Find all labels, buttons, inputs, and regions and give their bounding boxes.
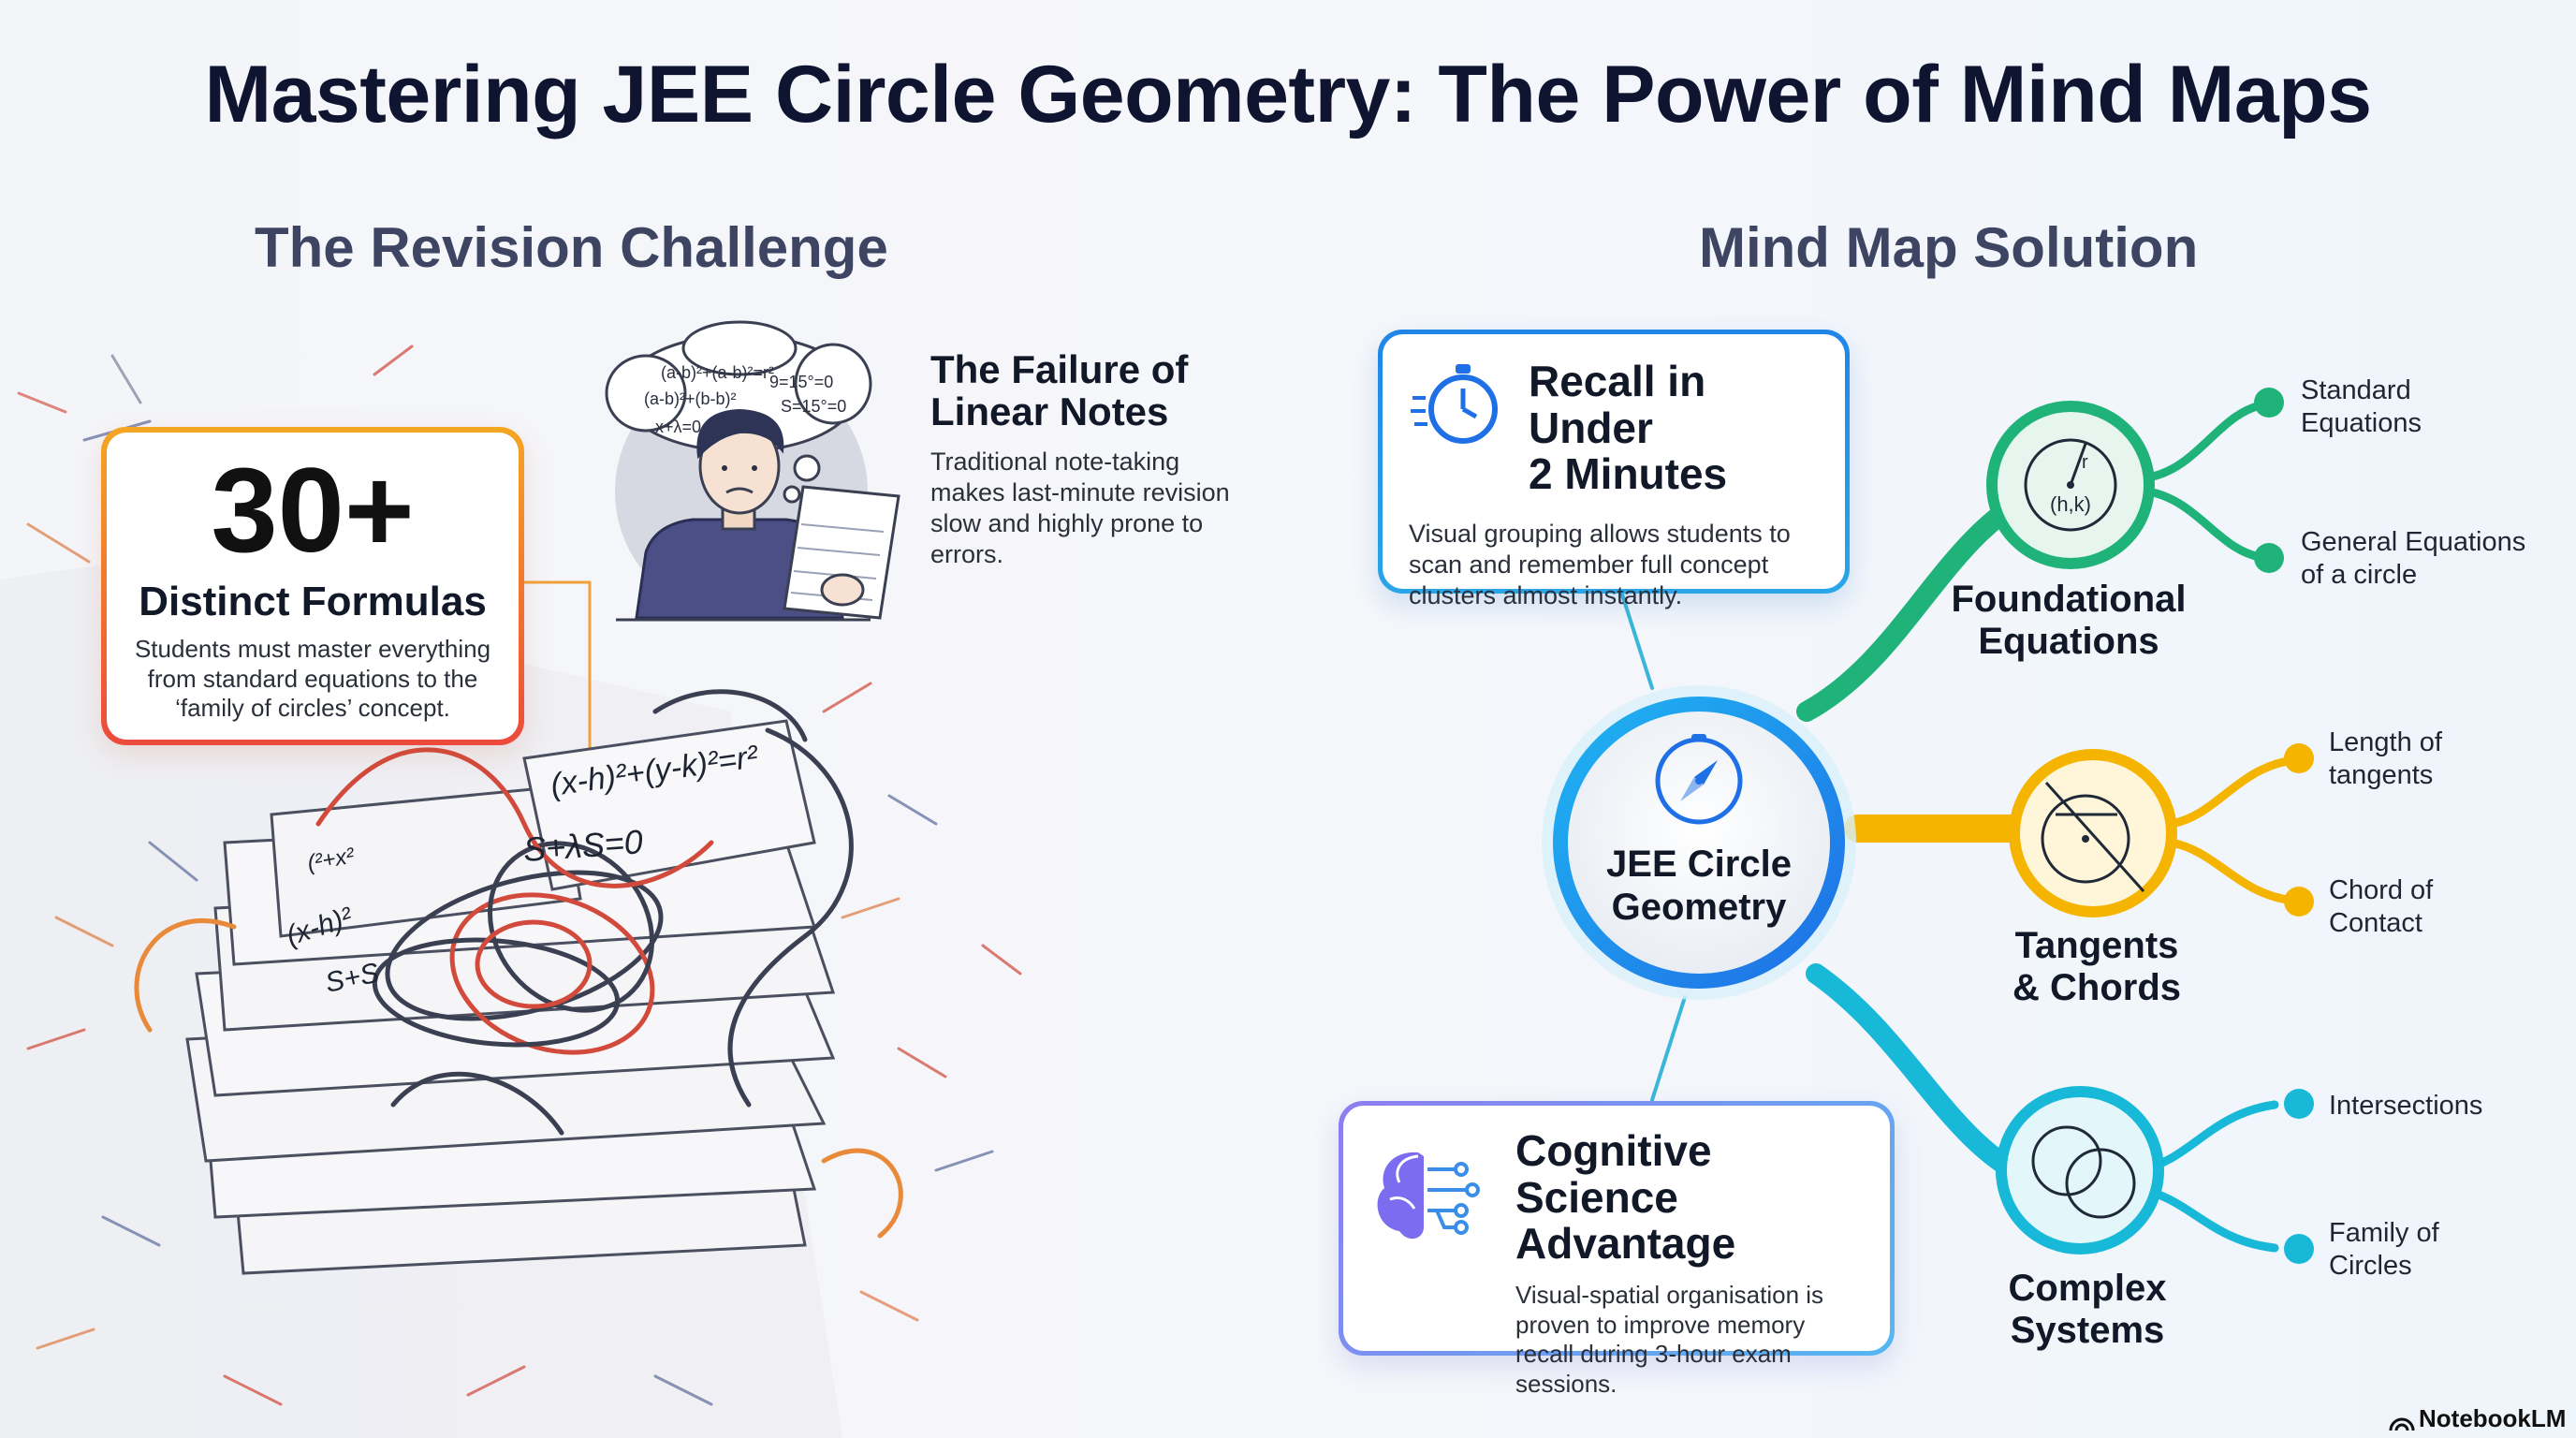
branch-foundational-equations: Foundational Equations [1928,579,2209,663]
branch-complex-systems: Complex Systems [1947,1268,2228,1352]
leaf-line1: Family of [2329,1218,2439,1248]
leaf-length-of-tangents: Length of tangents [2329,726,2442,792]
center-node [1542,685,1856,1000]
leaf-line2: tangents [2329,759,2434,790]
leaf-line2: Contact [2329,907,2422,938]
cognitive-heading-line2: Advantage [1515,1219,1736,1269]
leaf-line1: Length of [2329,727,2442,757]
leaf-chord-of-contact: Chord of Contact [2329,874,2433,940]
leaf-line2: of a circle [2301,559,2418,590]
brand-label: NotebookLM [2419,1404,2567,1432]
leaf-standard-equations: Standard Equations [2301,374,2422,440]
circle-center-radius-icon: r (h,k) [1986,401,2155,569]
circle-tangent-icon [2009,749,2177,917]
stopwatch-icon [1411,364,1498,444]
notebooklm-logo-icon [2389,1417,2415,1431]
linear-notes-text: Traditional note-taking makes last-minut… [930,447,1230,568]
leaf-line1: Chord of [2329,875,2434,905]
leaf-family-of-circles: Family of Circles [2329,1217,2439,1283]
leaf-intersections: Intersections [2329,1090,2482,1123]
linear-notes-heading-line2: Linear Notes [930,389,1169,434]
leaf-line2: Equations [2301,407,2422,438]
stat-card: 30+ Distinct Formulas Students must mast… [101,427,524,745]
center-label-line1: JEE Circle [1606,844,1792,885]
paper-pile-illustration [134,689,903,1275]
branch-tangents-chords: Tangents & Chords [1956,925,2237,1009]
branch-label-line1: Foundational [1951,579,2187,620]
leaf-dots [2254,388,2314,1264]
page-title: Mastering JEE Circle Geometry: The Power… [204,50,2372,139]
branch-label-line2: Equations [1978,620,2159,662]
leaf-line2: Circles [2329,1250,2412,1281]
cognitive-card: Cognitive Science Advantage Visual-spati… [1339,1101,1895,1398]
linear-notes-heading-line1: The Failure of [930,347,1189,391]
leaf-general-equations: General Equations of a circle [2301,526,2525,592]
revision-challenge-heading: The Revision Challenge [255,216,888,279]
leaf-line1: Standard [2301,375,2411,405]
leaf-line1: Intersections [2329,1091,2483,1121]
mind-map-solution-heading: Mind Map Solution [1699,216,2199,279]
radius-label: r [2082,452,2088,473]
stat-text: Students must master everything from sta… [134,635,491,723]
stat-label: Distinct Formulas [139,579,487,624]
brain-circuit-icon [1377,1152,1480,1240]
recall-card: Recall in Under 2 Minutes Visual groupin… [1378,330,1850,609]
student-figure [616,408,900,622]
leaf-line1: General Equations [2301,527,2526,557]
thought-bubble [605,320,872,504]
compass-icon [1655,734,1743,825]
center-node-label: JEE Circle Geometry [1573,843,1825,929]
intersecting-circles-icon [1996,1086,2164,1255]
recall-heading-line1: Recall in Under [1529,357,1706,452]
branch-label-line2: Systems [2010,1309,2165,1351]
branch-label-line1: Tangents [2014,925,2179,966]
branch-label-line1: Complex [2008,1268,2167,1309]
cognitive-text: Visual-spatial organisation is proven to… [1515,1281,1824,1399]
recall-heading-line2: 2 Minutes [1529,449,1728,499]
linear-notes-block: The Failure of Linear Notes Traditional … [930,348,1230,569]
stat-number: 30+ [211,444,415,578]
center-label: (h,k) [2050,492,2091,516]
center-label-line2: Geometry [1611,887,1787,928]
recall-text: Visual grouping allows students to scan … [1409,520,1791,609]
cognitive-heading-line1: Cognitive Science [1515,1126,1712,1222]
branch-label-line2: & Chords [2012,966,2181,1008]
